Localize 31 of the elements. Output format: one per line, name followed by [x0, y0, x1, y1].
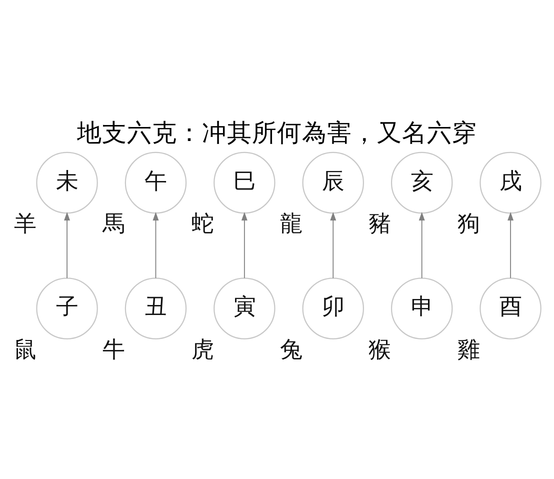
node-circle: 辰	[302, 151, 364, 214]
arrow	[152, 211, 159, 278]
node-circle: 酉	[480, 277, 542, 339]
node-label: 雞	[457, 336, 480, 362]
node-circle: 申	[390, 277, 453, 339]
arrow	[64, 211, 70, 278]
node-circle: 戌	[480, 151, 542, 214]
node-circle: 巳	[214, 151, 276, 214]
node-label: 虎	[191, 336, 214, 362]
node-label: 馬	[102, 210, 125, 237]
node-circle: 卯	[302, 277, 364, 339]
node-circle: 亥	[390, 151, 453, 214]
node-circle: 丑	[124, 277, 187, 339]
node-label: 豬	[368, 210, 391, 237]
node-label: 狗	[457, 210, 480, 237]
node-circle: 午	[124, 151, 187, 214]
arrow	[241, 211, 248, 278]
node-label: 兔	[280, 336, 302, 362]
node-circle: 未	[36, 151, 98, 214]
node-circle: 子	[36, 277, 98, 339]
node-label: 龍	[280, 210, 302, 237]
arrow	[418, 211, 425, 278]
diagram-title: 地支六克：冲其所何為害，又名六穿	[77, 117, 477, 146]
arrow	[330, 211, 336, 278]
node-label: 羊	[14, 210, 36, 237]
node-label: 鼠	[14, 336, 36, 362]
node-label: 牛	[102, 336, 125, 362]
node-label: 蛇	[191, 210, 214, 237]
node-label: 猴	[368, 336, 391, 362]
arrow	[508, 211, 514, 278]
node-circle: 寅	[214, 277, 276, 339]
